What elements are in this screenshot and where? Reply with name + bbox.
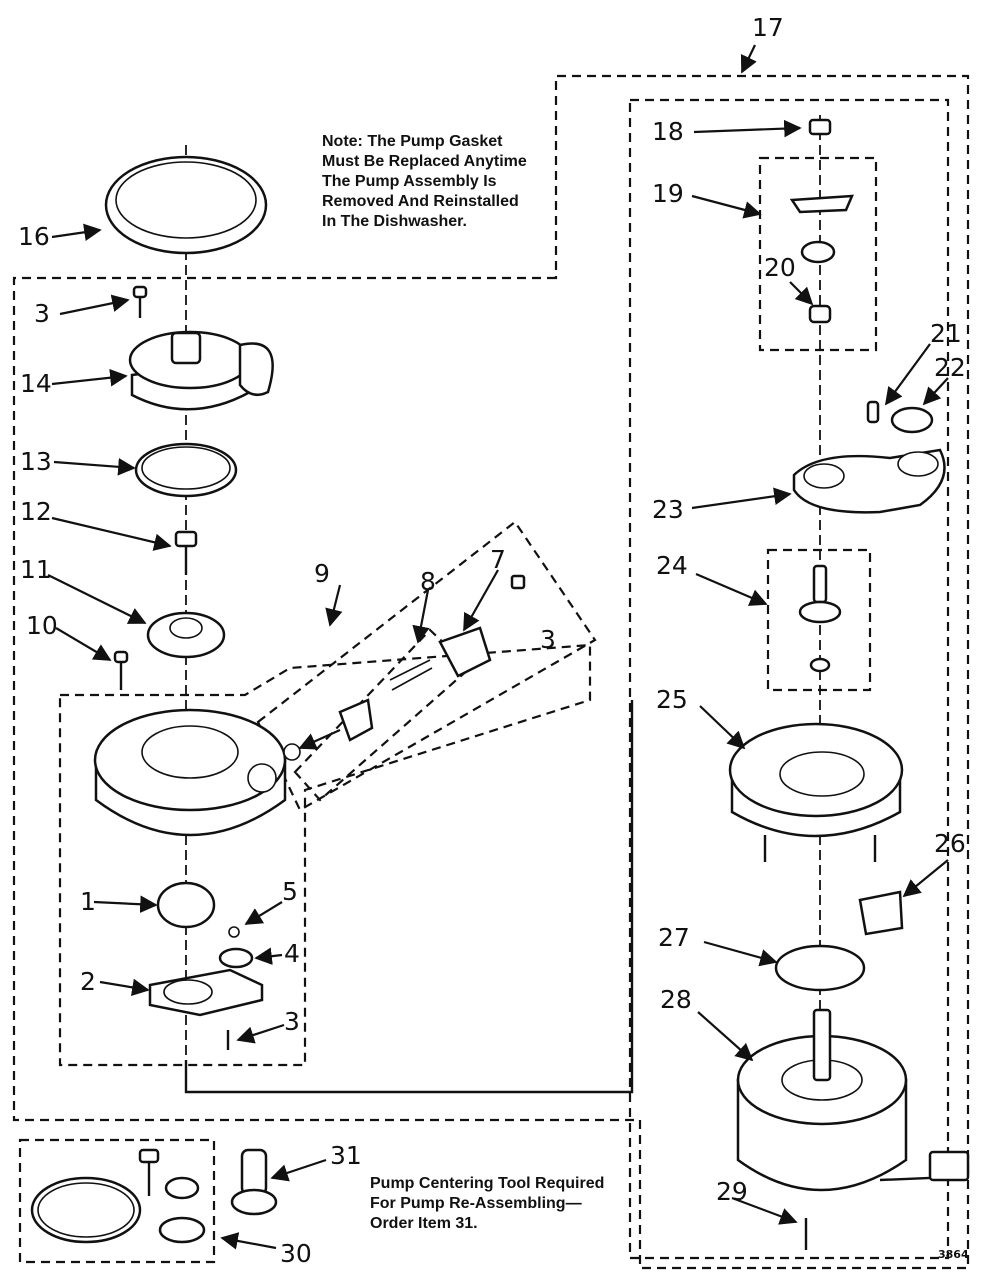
label-23: 23: [652, 495, 684, 524]
label-17: 17: [752, 13, 784, 42]
part-number-labels: 16 3 14 13 12 11 10 1 2 5 4 3 9 8 7 3 17…: [18, 13, 966, 1268]
motor-assembly-boundary: [628, 98, 950, 1260]
label-25: 25: [656, 685, 688, 714]
seal-assembly-19: [789, 194, 854, 324]
label-30: 30: [280, 1239, 312, 1268]
tool-note-line-3: Order Item 31.: [370, 1215, 478, 1232]
seal-group-boundary: [758, 156, 878, 352]
label-31: 31: [330, 1141, 362, 1170]
label-13: 13: [20, 447, 52, 476]
o-ring-13: [134, 442, 238, 498]
motor-mount-25: [728, 722, 904, 862]
pump-housing: [93, 708, 287, 837]
label-18: 18: [652, 117, 684, 146]
screw-12: [174, 530, 198, 575]
label-2: 2: [80, 967, 96, 996]
gasket-kit-boundary: [18, 1138, 216, 1264]
label-3-valve: 3: [540, 625, 556, 654]
impeller-11: [146, 611, 226, 659]
label-20: 20: [764, 253, 796, 282]
gasket-note-line-3: The Pump Assembly Is: [322, 173, 497, 190]
label-1: 1: [80, 887, 96, 916]
seal-5-4: [218, 926, 254, 969]
group-outlines: [12, 74, 970, 1270]
label-11: 11: [20, 555, 52, 584]
gasket-note-line-2: Must Be Replaced Anytime: [322, 153, 527, 170]
gasket-kit-parts: [30, 1148, 206, 1244]
gasket-note-line-4: Removed And Reinstalled: [322, 193, 519, 210]
plate-23: [792, 448, 946, 514]
label-10: 10: [26, 611, 58, 640]
cap-18: [808, 118, 832, 136]
screw-3-top: [132, 285, 148, 318]
label-26: 26: [934, 829, 966, 858]
center-axes: [184, 115, 821, 1180]
gasket-note-line-5: In The Dishwasher.: [322, 213, 467, 230]
pump-cover-14: [128, 330, 274, 411]
tool-note-line-1: Pump Centering Tool Required: [370, 1175, 604, 1192]
pump-assembly-boundary: [12, 74, 970, 1270]
label-9: 9: [314, 559, 330, 588]
label-19: 19: [652, 179, 684, 208]
shaft-group-boundary: [766, 548, 872, 692]
insulator-27: [774, 944, 866, 992]
motor-28: [736, 1008, 970, 1192]
label-21: 21: [930, 319, 962, 348]
centering-tool-31: [230, 1148, 278, 1216]
tool-note-line-2: For Pump Re-Assembling—: [370, 1195, 582, 1212]
valve-parts: [283, 574, 526, 761]
drawing-code: 3864: [938, 1248, 969, 1261]
shaft-24: [798, 564, 842, 673]
label-29: 29: [716, 1177, 748, 1206]
label-4: 4: [284, 939, 300, 968]
label-24: 24: [656, 551, 688, 580]
bracket-2: [148, 968, 264, 1017]
label-28: 28: [660, 985, 692, 1014]
pump-gasket-16: [104, 155, 268, 255]
label-27: 27: [658, 923, 690, 952]
label-14: 14: [20, 369, 52, 398]
grommet-22: [890, 406, 934, 434]
housing-group-boundary: [58, 643, 592, 1067]
tool-note: Pump Centering Tool Required For Pump Re…: [370, 1175, 604, 1232]
label-8: 8: [420, 567, 436, 596]
chopper-1: [156, 881, 216, 929]
gasket-note: Note: The Pump Gasket Must Be Replaced A…: [322, 133, 527, 230]
gasket-note-line-1: Note: The Pump Gasket: [322, 133, 503, 150]
label-12: 12: [20, 497, 52, 526]
screw-21: [866, 400, 880, 424]
clip-26: [858, 890, 904, 936]
label-3-bottom: 3: [284, 1007, 300, 1036]
label-7: 7: [490, 545, 506, 574]
screw-10: [113, 650, 129, 690]
label-3-top: 3: [34, 299, 50, 328]
label-5: 5: [282, 877, 298, 906]
label-22: 22: [934, 353, 966, 382]
label-16: 16: [18, 222, 50, 251]
leader-lines: [47, 44, 949, 1250]
